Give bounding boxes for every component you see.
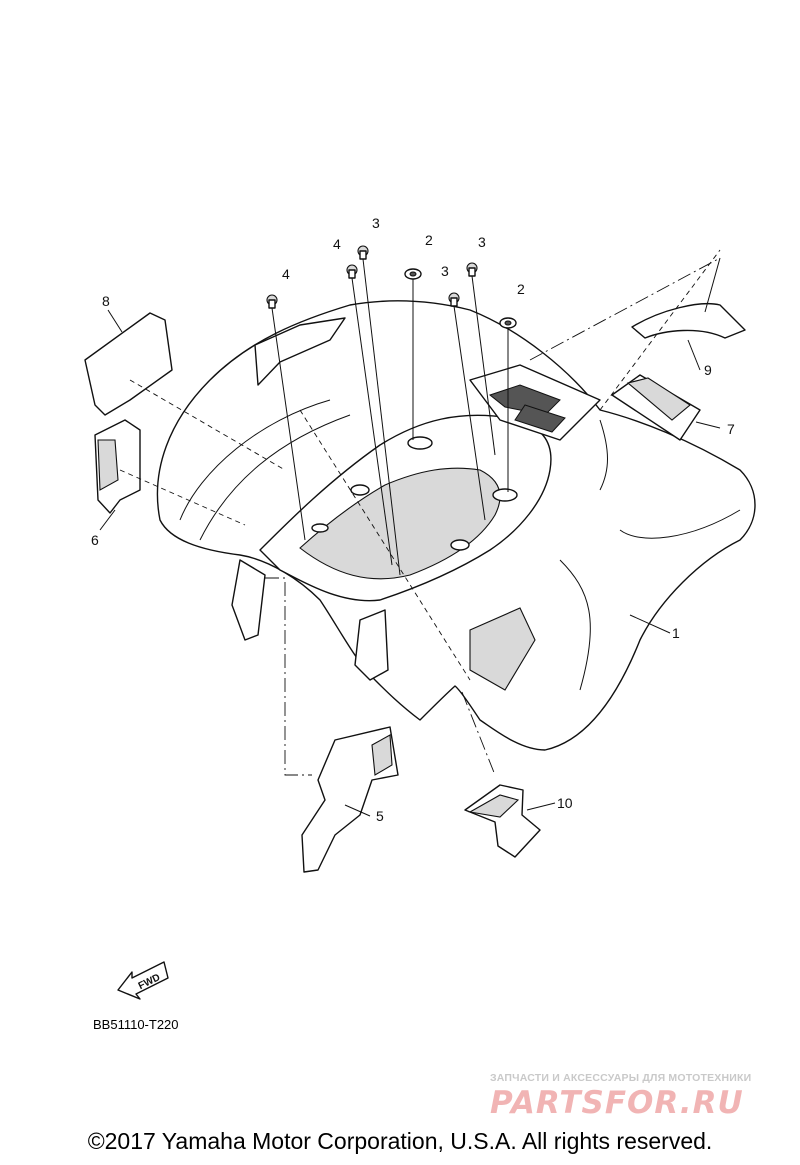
callout-8: 8 bbox=[102, 293, 110, 309]
callout-1: 1 bbox=[672, 625, 680, 641]
callout-9: 9 bbox=[704, 362, 712, 378]
callout-3a: 3 bbox=[372, 215, 380, 231]
callout-4b: 4 bbox=[333, 236, 341, 252]
copyright-notice: ©2017 Yamaha Motor Corporation, U.S.A. A… bbox=[87, 1128, 713, 1154]
grommet-part-2a[interactable] bbox=[404, 268, 422, 280]
fwd-arrow-icon: FWD bbox=[117, 961, 169, 1000]
callout-4a: 4 bbox=[282, 266, 290, 282]
rear-fender-part-1[interactable] bbox=[156, 300, 756, 751]
callout-2b: 2 bbox=[517, 281, 525, 297]
bolt-part-3b[interactable] bbox=[448, 292, 460, 307]
callout-10: 10 bbox=[557, 795, 573, 811]
callout-3c: 3 bbox=[478, 234, 486, 250]
bolt-part-3c[interactable] bbox=[466, 262, 478, 277]
callout-3b: 3 bbox=[441, 263, 449, 279]
splash-guard-part-8[interactable] bbox=[84, 312, 173, 416]
cover-part-9[interactable] bbox=[631, 303, 746, 339]
cover-part-7[interactable] bbox=[611, 374, 701, 441]
callout-2a: 2 bbox=[425, 232, 433, 248]
callout-leaders bbox=[99, 257, 721, 817]
bolt-part-4b[interactable] bbox=[346, 264, 358, 279]
fasteners bbox=[266, 245, 517, 329]
mud-flap-part-5[interactable] bbox=[301, 726, 399, 873]
callout-labels: 1 2 2 3 3 3 4 4 5 6 7 8 9 10 bbox=[91, 215, 735, 824]
callout-5: 5 bbox=[376, 808, 384, 824]
guard-part-10[interactable] bbox=[464, 784, 541, 858]
watermark-logo: PARTSFOR.RU bbox=[490, 1085, 744, 1121]
bolt-part-3a[interactable] bbox=[357, 245, 369, 260]
assembly-lines bbox=[119, 249, 721, 776]
bolt-part-4a[interactable] bbox=[266, 294, 278, 309]
grommet-part-2b[interactable] bbox=[499, 317, 517, 329]
callout-6: 6 bbox=[91, 532, 99, 548]
splash-guard-part-6[interactable] bbox=[94, 419, 141, 514]
drawing-code: BB51110-T220 bbox=[93, 1017, 179, 1032]
watermark-tagline: ЗАПЧАСТИ И АКСЕССУАРЫ ДЛЯ МОТОТЕХНИКИ bbox=[490, 1072, 752, 1084]
callout-7: 7 bbox=[727, 421, 735, 437]
